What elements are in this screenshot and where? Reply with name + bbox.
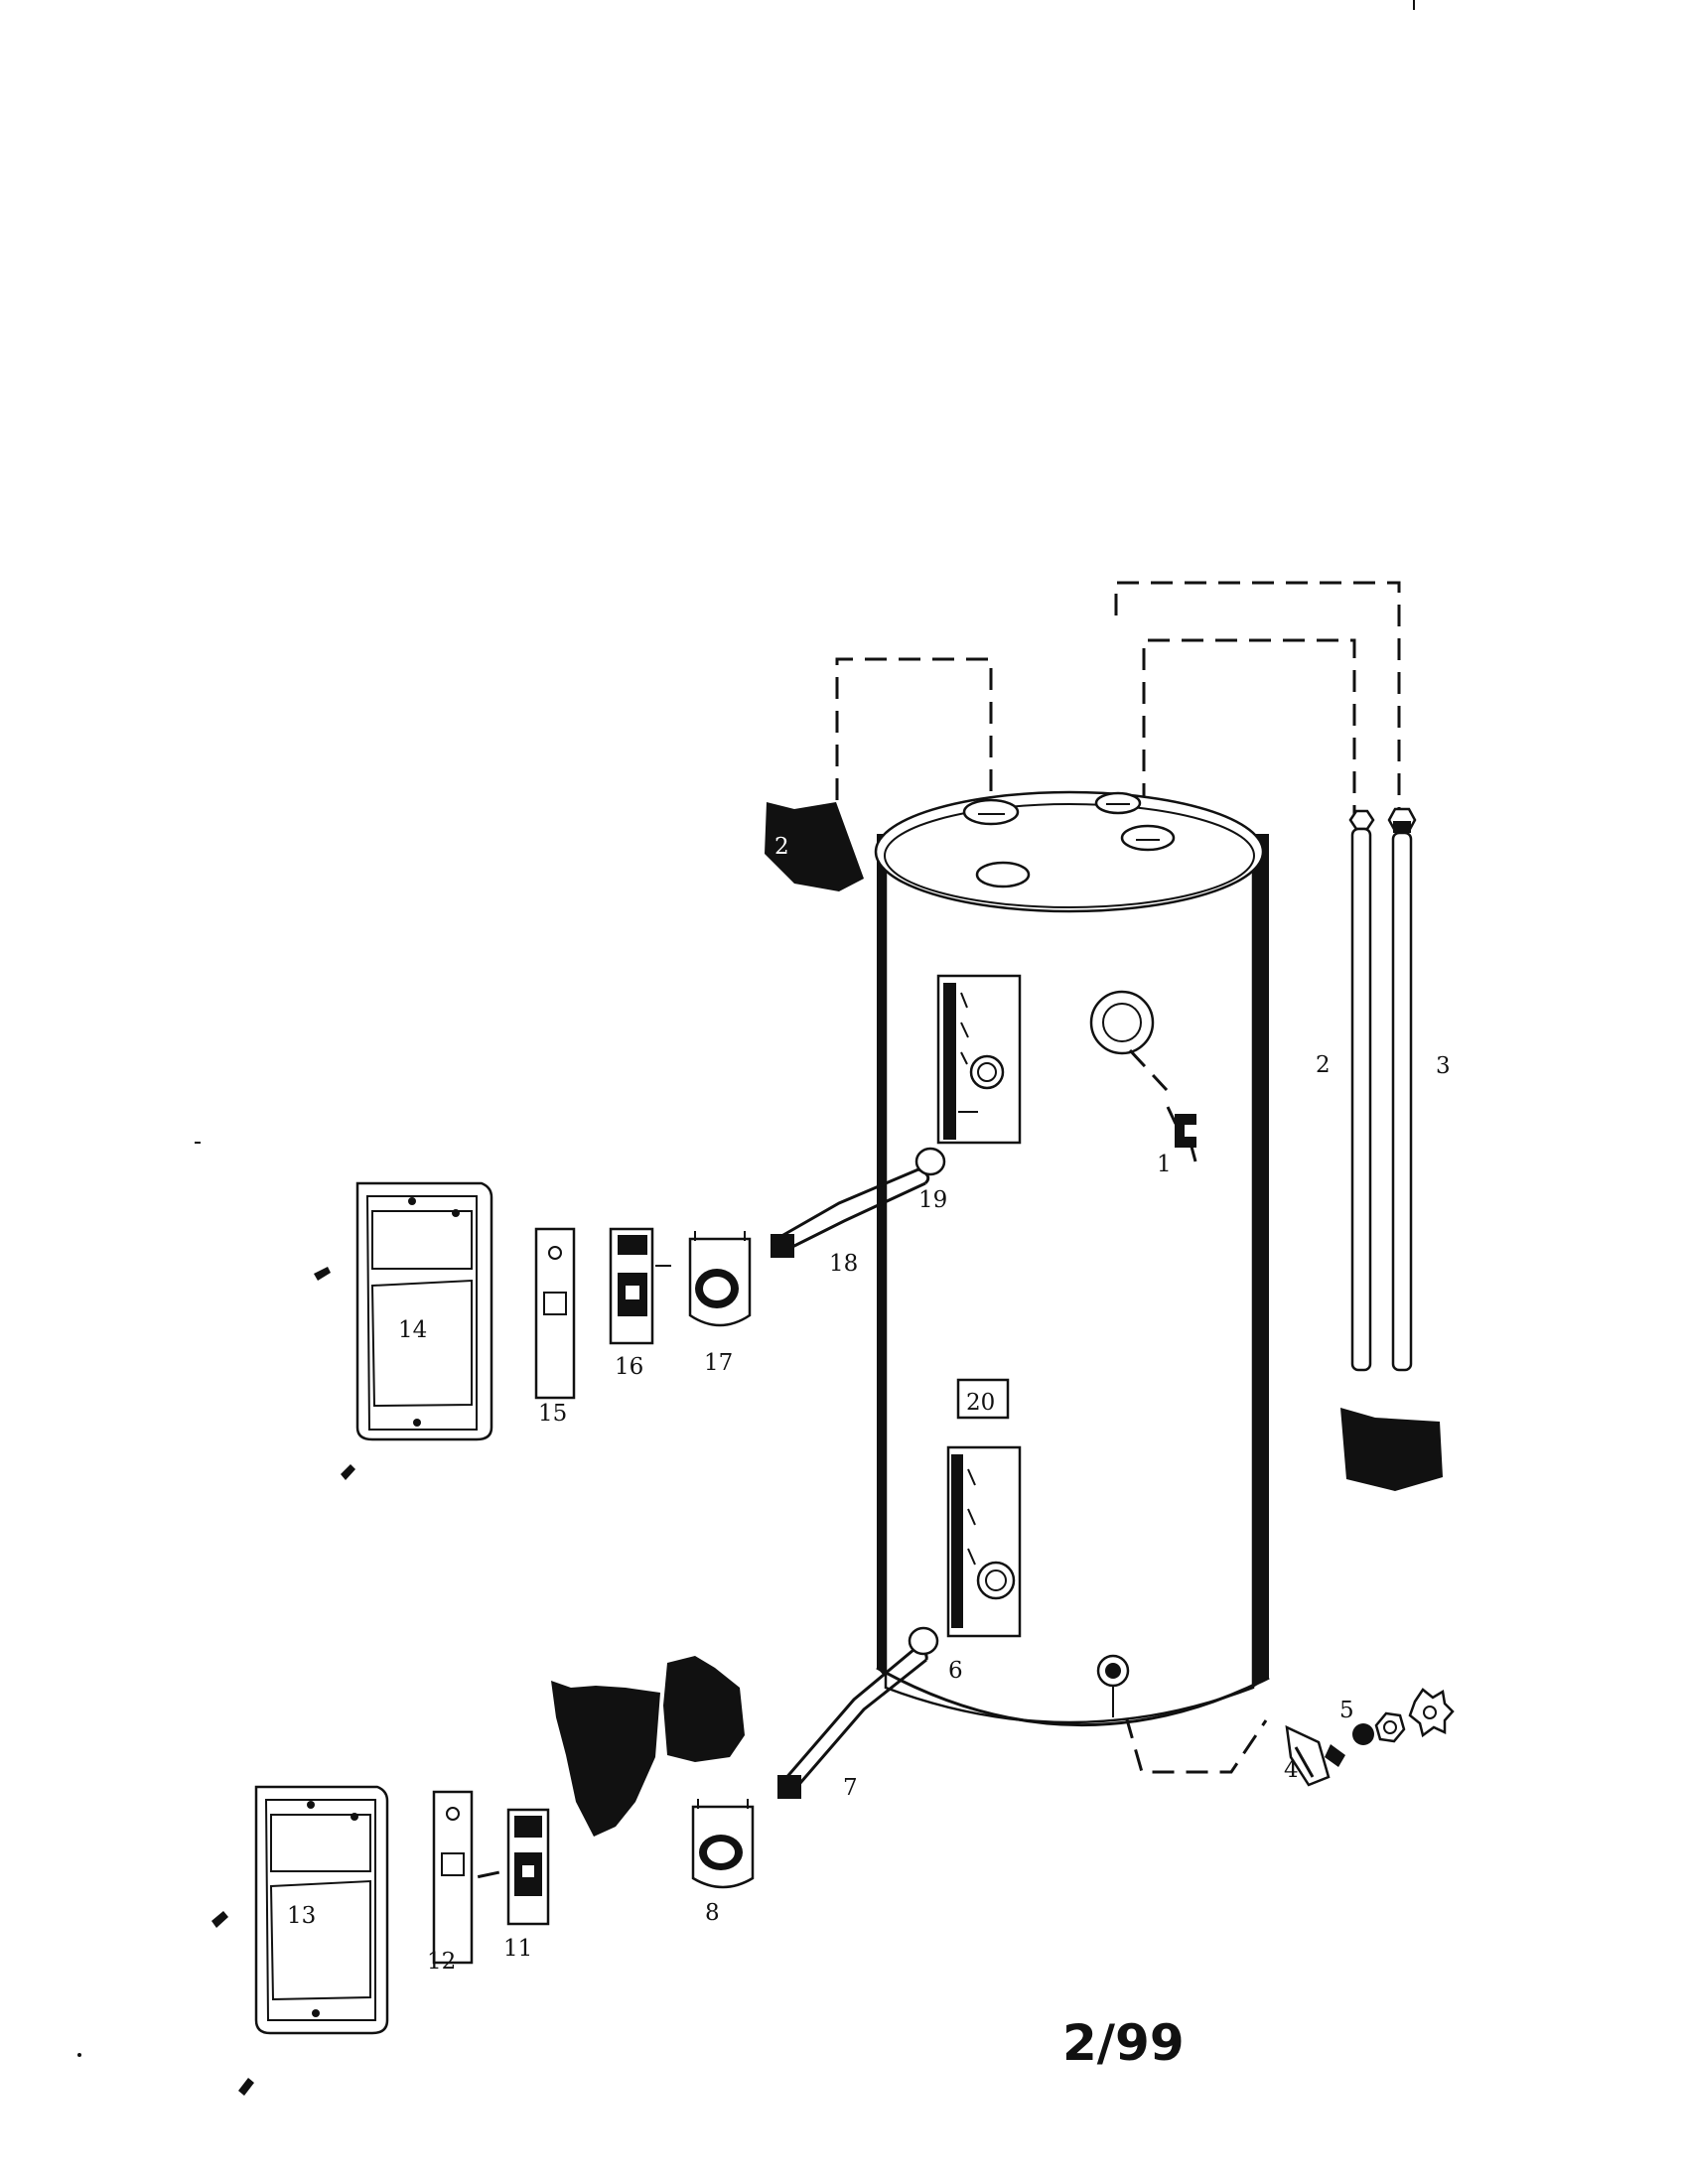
drain-cap [1408, 1688, 1455, 1738]
label-part-8: 8 [705, 1900, 720, 1926]
label-part-18: 18 [829, 1251, 858, 1277]
upper-access-cover [355, 1181, 493, 1441]
screw-upper-a [314, 1267, 331, 1281]
lower-thermostat-bracket [432, 1790, 474, 1965]
dip-tube-part-2 [1348, 809, 1375, 1372]
label-part-4: 4 [1284, 1757, 1299, 1783]
label-part-7: 7 [843, 1775, 858, 1801]
top-opening-left [962, 798, 1020, 826]
upper-access-opening [936, 974, 1022, 1145]
label-part-16: 16 [615, 1354, 643, 1380]
date-code: 2/99 [1062, 2014, 1185, 2072]
label-part-15: 15 [538, 1401, 567, 1427]
insulation-piece-lower-a [551, 1681, 660, 1837]
drain-nut [1374, 1711, 1406, 1743]
upper-thermostat-bracket [534, 1227, 576, 1400]
lower-access-cover [254, 1785, 389, 2035]
part-labels: 1 2 3 4 5 6 7 8 11 12 13 14 15 16 17 18 … [287, 834, 1451, 1975]
label-part-17: 17 [704, 1350, 733, 1376]
drain-valve [1285, 1724, 1345, 1787]
label-part-13: 13 [287, 1903, 316, 1929]
element-gasket-upper [914, 1147, 946, 1176]
upper-heating-element [771, 1167, 930, 1258]
label-part-12: 12 [427, 1949, 456, 1975]
water-heater-tank [874, 790, 1270, 1727]
anode-rod-part-3 [1387, 807, 1417, 1372]
label-part-3: 3 [1436, 1053, 1451, 1079]
top-opening-front-left [975, 861, 1031, 888]
label-part-19: 19 [918, 1187, 947, 1213]
label-part-14: 14 [398, 1317, 427, 1343]
relief-valve [1166, 1106, 1197, 1162]
label-part-5: 5 [1339, 1698, 1354, 1723]
drain-washer [1352, 1723, 1374, 1745]
label-part-20: 20 [966, 1390, 995, 1416]
screw-lower-b [238, 2078, 254, 2096]
label-part-6: 6 [948, 1658, 963, 1684]
label-part-2: 2 [1316, 1052, 1331, 1078]
insulation-piece-upper [765, 802, 864, 891]
insulation-piece-right [1340, 1408, 1443, 1491]
insulation-piece-lower-b [663, 1656, 745, 1762]
upper-thermostat-cover [688, 1231, 752, 1327]
element-gasket-lower [908, 1626, 939, 1656]
upper-thermostat [609, 1227, 671, 1345]
label-part-11: 11 [503, 1936, 532, 1962]
screw-upper-b [341, 1464, 355, 1480]
screw-lower-a [211, 1911, 228, 1928]
lower-heating-element [777, 1648, 928, 1799]
rating-plate [956, 1378, 1010, 1420]
label-part-1: 1 [1157, 1152, 1172, 1177]
top-opening-front-right [1120, 824, 1176, 852]
label-part-21: 2 [774, 834, 789, 860]
lower-access-opening [946, 1445, 1022, 1638]
high-limit-switch [506, 1808, 550, 1926]
scan-specks [77, 0, 1415, 2057]
lower-thermostat [691, 1799, 755, 1889]
